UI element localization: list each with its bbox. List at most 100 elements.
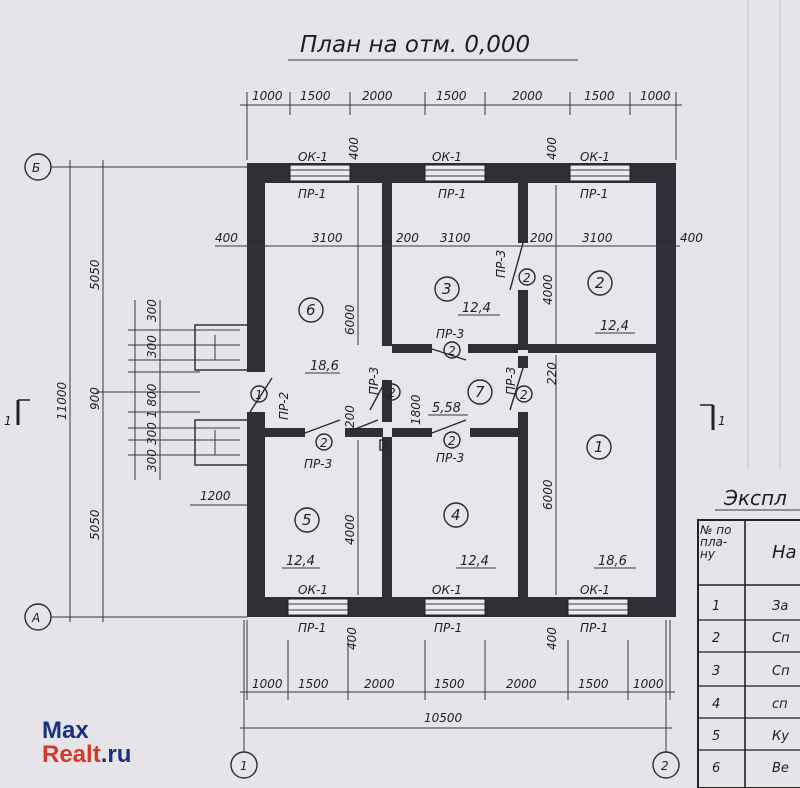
lintel-bottom-3: ПР-1 [580, 621, 608, 635]
svg-text:3100: 3100 [582, 231, 613, 245]
door-mark-2b: 2 [388, 386, 396, 400]
left-dim-overall: 11000 [55, 381, 69, 420]
room-7-area: 5,58 [432, 401, 461, 416]
svg-text:220: 220 [545, 362, 559, 385]
room-1-area: 18,6 [598, 554, 627, 569]
svg-text:400: 400 [347, 137, 361, 160]
room-4-area: 12,4 [460, 554, 489, 569]
room-3-area: 12,4 [462, 301, 491, 316]
top-dim-6: 1500 [584, 89, 615, 103]
window-label-top-3: ОК-1 [580, 150, 610, 164]
watermark-line1: Max [42, 717, 89, 744]
bottom-dim-1: 1000 [252, 677, 283, 691]
room-5: 5 12,4 [282, 507, 320, 569]
interior-walls [247, 183, 656, 597]
explication-row-3-name: Сп [772, 664, 790, 679]
explication-title: Экспл [723, 486, 787, 510]
door-marks: 1 2 2 2 2 2 2 [250, 268, 536, 451]
bottom-dimension-chain: 1000 1500 2000 1500 2000 1500 1000 10500 [240, 620, 675, 729]
bottom-dim-7: 1000 [633, 677, 664, 691]
left-dim-300c: 300 [145, 422, 159, 445]
svg-text:1: 1 [594, 438, 604, 456]
svg-text:400: 400 [215, 231, 238, 245]
lintel-top-1: ПР-1 [298, 187, 326, 201]
interior-height-dims: 6000 4000 6000 4000 400 400 400 400 200 … [343, 137, 559, 650]
lintel-pr3-room1: ПР-3 [504, 367, 518, 395]
explication-row-6-name: Ве [772, 761, 789, 776]
top-dim-5: 2000 [512, 89, 543, 103]
svg-text:6000: 6000 [343, 304, 357, 335]
lintel-pr3-room5: ПР-3 [304, 457, 332, 471]
svg-text:400: 400 [680, 231, 703, 245]
room-4: 4 12,4 [443, 502, 496, 569]
explication-row-5-num: 5 [712, 729, 720, 744]
section-mark-right: 1 [700, 404, 726, 430]
left-dim-300a: 300 [145, 299, 159, 322]
svg-text:1800: 1800 [409, 394, 423, 425]
window-label-bottom-3: ОК-1 [580, 583, 610, 597]
top-dim-1: 1000 [252, 89, 283, 103]
bottom-dim-5: 2000 [506, 677, 537, 691]
svg-text:7: 7 [475, 383, 485, 401]
axis-label-1: 1 [240, 759, 248, 773]
left-dim-300d: 300 [145, 449, 159, 472]
explication-row-4-num: 4 [712, 697, 720, 712]
svg-text:200: 200 [343, 405, 357, 428]
left-dim-upper: 5050 [88, 259, 102, 290]
left-dim-900: 900 [88, 387, 102, 410]
explication-row-1-num: 1 [712, 599, 720, 614]
room-7: 7 5,58 [428, 379, 493, 416]
door-mark-2e: 2 [523, 271, 531, 285]
window-label-top-1: ОК-1 [298, 150, 328, 164]
exterior-walls [247, 163, 676, 617]
svg-text:3100: 3100 [440, 231, 471, 245]
axis-label-2: 2 [661, 759, 669, 773]
explication-row-6-num: 6 [712, 761, 720, 776]
windows-bottom [287, 598, 629, 616]
left-dim-1800: 1 800 [145, 383, 159, 418]
left-dim-1200: 1200 [200, 489, 231, 503]
top-dim-3: 2000 [362, 89, 393, 103]
top-dim-7: 1000 [640, 89, 671, 103]
explication-table: Экспл № по пла- ну На 1 За 2 Сп 3 Сп 4 с… [697, 486, 800, 788]
window-label-bottom-1: ОК-1 [298, 583, 328, 597]
svg-text:4000: 4000 [343, 514, 357, 545]
svg-text:1: 1 [4, 414, 12, 428]
explication-row-5-name: Ку [772, 729, 789, 744]
door-mark-2c: 2 [448, 344, 456, 358]
svg-text:400: 400 [545, 137, 559, 160]
lintel-bottom-2: ПР-1 [434, 621, 462, 635]
svg-text:4: 4 [451, 506, 461, 524]
svg-text:200: 200 [530, 231, 553, 245]
svg-text:3100: 3100 [312, 231, 343, 245]
door-mark-2f: 2 [520, 388, 528, 402]
lintel-pr2: ПР-2 [277, 392, 291, 420]
svg-text:400: 400 [345, 627, 359, 650]
window-label-bottom-2: ОК-1 [432, 583, 462, 597]
bottom-dim-2: 1500 [298, 677, 329, 691]
explication-row-1-name: За [772, 599, 788, 614]
room-2: 2 12,4 [587, 270, 635, 334]
bottom-dim-4: 1500 [434, 677, 465, 691]
door-mark-2a: 2 [320, 436, 328, 450]
lintel-pr3-room4: ПР-3 [436, 451, 464, 465]
room-1: 1 18,6 [586, 434, 636, 569]
explication-header-name: На [772, 542, 797, 563]
room-6-area: 18,6 [310, 359, 339, 374]
svg-text:400: 400 [545, 627, 559, 650]
room-2-area: 12,4 [600, 319, 629, 334]
bottom-dim-6: 1500 [578, 677, 609, 691]
lintel-pr3-room3: ПР-3 [436, 327, 464, 341]
lintel-top-3: ПР-1 [580, 187, 608, 201]
windows-top [289, 164, 631, 182]
plan-title: План на отм. 0,000 [300, 32, 530, 58]
top-dim-2: 1500 [300, 89, 331, 103]
door-mark-1: 1 [255, 388, 263, 402]
lintel-pr3-hall: ПР-3 [367, 367, 381, 395]
svg-text:200: 200 [396, 231, 419, 245]
svg-text:6000: 6000 [541, 479, 555, 510]
overall-width-dim: 10500 [424, 711, 463, 725]
left-dim-300b: 300 [145, 335, 159, 358]
axis-label-b: Б [32, 161, 40, 175]
